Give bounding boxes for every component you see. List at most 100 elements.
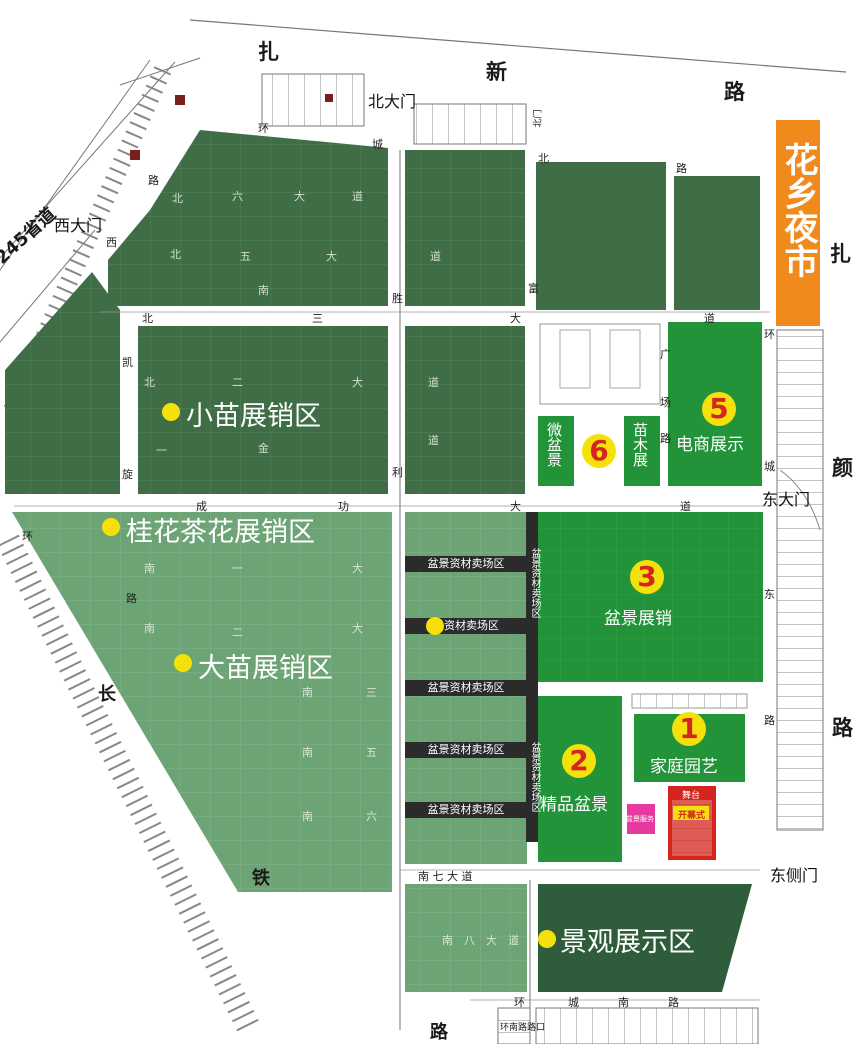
west-gate: 西大门 [54,216,103,235]
landscape-zone-label[interactable]: 景观展示区 [560,927,695,958]
bei-san-4: 道 [704,312,715,325]
bei-liu-3: 大 [294,190,305,203]
nan-yi-1: 南 [144,562,155,575]
night-market-zone[interactable]: 花乡夜市 [776,120,820,326]
chenggong-4: 道 [680,500,691,513]
huan-west-2: 路 [126,592,137,605]
road-changshi-3: 路 [430,1022,448,1043]
nan-er-3: 大 [352,622,363,635]
service-booth-label: 盆景服务 [626,815,654,823]
nan-er-2: 二 [232,626,243,639]
nan-san-2: 三 [366,686,377,699]
nan-er-1: 南 [144,622,155,635]
road-zhayan-3: 路 [832,716,853,740]
guangchang-2: 场 [660,396,671,409]
chenggong-1: 成 [196,500,207,513]
zone-2-label[interactable]: 精品盆景 [540,795,608,815]
ring-north-3: 北 [538,152,549,165]
bei-liu-4: 道 [352,190,363,203]
north-gate: 北大门 [368,92,417,111]
guangchang-3: 路 [660,432,671,445]
zone-6-number: 6 [582,434,616,468]
nan-ba-3: 大 [486,934,497,947]
bei-wu-4: 道 [430,250,441,263]
nan-ba-4: 道 [508,934,519,947]
bei-er-4: 道 [428,376,439,389]
big-seedling-marker [174,654,192,672]
nan-ba-1: 南 [442,934,453,947]
osmanthus-zone-label[interactable]: 桂花茶花展销区 [126,517,315,548]
chenggong-2: 功 [338,500,349,513]
bonsai-material-strip-2[interactable]: 景资材卖场区 [405,618,527,634]
sapling-label[interactable]: 苗木展 [631,422,649,467]
landscape-marker [538,930,556,948]
bonsai-material-vertical-1[interactable]: 盆景资材卖场区 [529,548,540,618]
ring-north-1: 环 [258,122,269,135]
nan-yi-2: 一 [232,562,243,575]
road-zhaxin-2: 新 [486,60,507,84]
west-road-1: 西 [106,236,117,249]
bei-er-2: 二 [232,376,243,389]
road-changshi-1: 长 [98,684,116,705]
ring-south-4: 路 [668,996,679,1009]
road-zhayan-2: 颜 [832,456,853,480]
ring-east-3: 东 [764,588,775,601]
ring-south-3: 南 [618,996,629,1009]
bei-san-3: 大 [510,312,521,325]
bonsai-material-strip-4[interactable]: 盆景资材卖场区 [405,742,527,758]
bei-yi-1: 一 [156,444,167,457]
big-seedling-zone-label[interactable]: 大苗展销区 [198,653,333,684]
zone-5-label[interactable]: 电商展示 [676,435,744,455]
nan-wu-1: 南 [302,746,313,759]
bei-yi-3: 道 [428,434,439,447]
zone-1-label[interactable]: 家庭园艺 [650,757,718,777]
road-zhaxin-1: 扎 [258,40,279,64]
bonsai-material-strip-3[interactable]: 盆景资材卖场区 [405,680,527,696]
nan-liu-1: 南 [302,810,313,823]
road-changshi-2: 铁 [252,868,270,889]
shengli-2: 利 [392,466,403,479]
night-market-label: 花乡夜市 [778,142,818,278]
bonsai-material-vertical-2[interactable]: 盆景资材卖场区 [529,742,540,812]
zone-2-number: 2 [562,744,596,778]
micro-bonsai-label[interactable]: 微盆景 [545,422,563,467]
nan-liu-2: 六 [366,810,377,823]
bonsai-material-marker [426,617,444,635]
stage-label: 舞台 [682,791,701,801]
zone-5-number: 5 [702,392,736,426]
ring-east-4: 路 [764,714,775,727]
osmanthus-marker [102,518,120,536]
nan-san-1: 南 [302,686,313,699]
shengli-1: 胜 [392,292,403,305]
bonsai-material-strip-5[interactable]: 盆景资材卖场区 [405,802,527,818]
bei-liu-1: 北 [172,192,183,205]
ring-south-1: 环 [514,996,525,1009]
bei-wu-5: 南 [258,284,269,297]
bei-wu-1: 北 [170,248,181,261]
seedling-zone-label[interactable]: 小苗展销区 [186,401,321,432]
zone-3-number: 3 [630,560,664,594]
ring-south-2: 城 [568,996,579,1009]
kaixuan-1: 凯 [122,356,133,369]
bonsai-material-strip-1[interactable]: 盆景资材卖场区 [405,556,527,572]
bei-san-1: 北 [142,312,153,325]
zone-1-number: 1 [672,712,706,746]
bei-san-2: 三 [312,312,323,325]
small-north-gate: 北门 [533,109,544,128]
nan-yi-3: 大 [352,562,363,575]
ring-east-1: 环 [764,328,775,341]
zone-3-label[interactable]: 盆景展销 [604,609,672,629]
chenggong-3: 大 [510,500,521,513]
ring-north-4: 路 [676,162,687,175]
opening-ceremony-label: 开幕式 [678,811,706,821]
bottom-sign: 环南路路口 [500,1023,546,1033]
bei-yi-2: 金 [258,442,269,455]
ring-north-2: 城 [372,138,383,151]
road-zhaxin-3: 路 [724,80,745,104]
nan-wu-2: 五 [366,746,377,759]
west-road-2: 路 [148,174,159,187]
kaixuan-2: 旋 [122,468,133,481]
bei-er-3: 大 [352,376,363,389]
east-gate: 东大门 [762,490,811,509]
